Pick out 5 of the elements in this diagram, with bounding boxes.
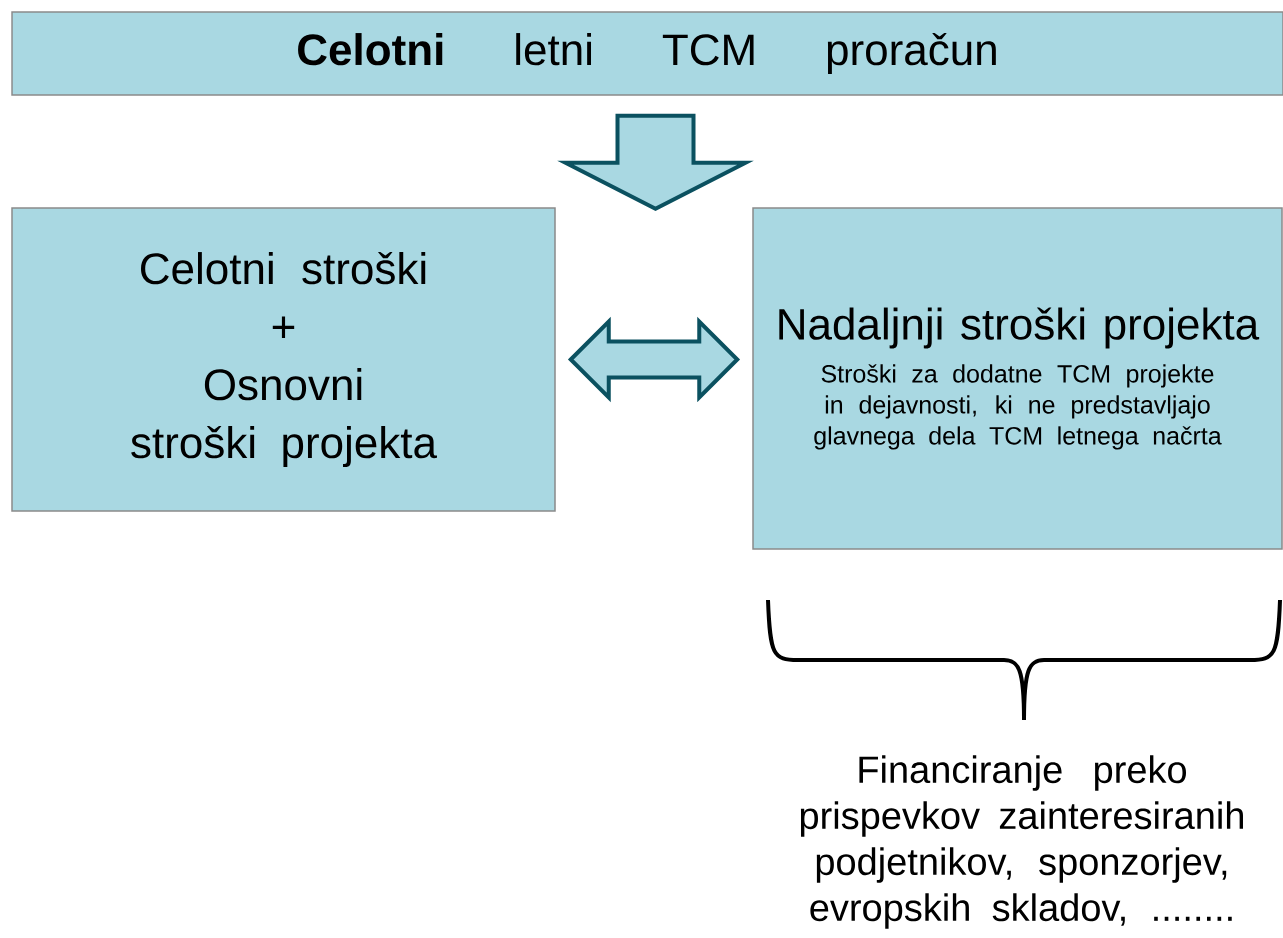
cost-box: Nadaljnji stroški projekta Stroški za dodatne TCM projekte in dejavnosti, ki ne predstavljajo glavnega dela TCM letnega načrta [752,207,1283,550]
funding-note: Financiranje preko prispevkov zainteresiranih podjetnikov, sponzorjev, evropskih skladov, ........ [800,755,1243,929]
block-arrow [557,113,754,211]
title-box: Celotni letni TCM proračun [11,11,1283,96]
cost-box: Celotni stroški + Osnovni stroški projekta [11,207,556,512]
